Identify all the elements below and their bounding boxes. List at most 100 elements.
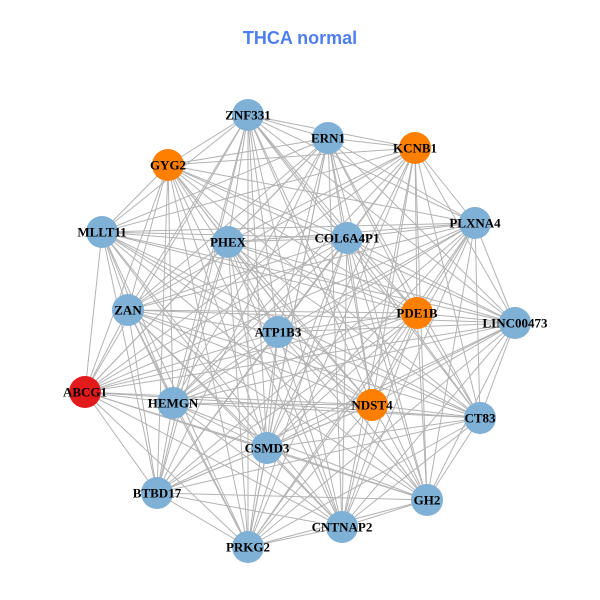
node-HEMGN[interactable]: HEMGN [148, 387, 199, 419]
edge-MLLT11-PDE1B [101, 231, 418, 314]
node-circle [356, 389, 388, 421]
edge-KCNB1-GYG2 [167, 147, 416, 166]
node-MLLT11[interactable]: MLLT11 [77, 216, 127, 248]
edge-PDE1B-CSMD3 [266, 312, 418, 449]
chart-title: THCA normal [242, 28, 358, 48]
edge-ZAN-PRKG2 [127, 309, 249, 548]
edge-ZAN-ATP1B3 [127, 309, 279, 333]
edge-MLLT11-PLXNA4 [101, 222, 476, 233]
edge-CSMD3-PRKG2 [247, 447, 268, 548]
node-PHEX[interactable]: PHEX [210, 226, 247, 258]
edge-layer [84, 114, 516, 548]
edge-GYG2-CNTNAP2 [167, 164, 343, 528]
edge-GYG2-ABCG1 [84, 164, 169, 393]
edge-LINC00473-CSMD3 [266, 322, 516, 449]
edge-PHEX-ZAN [127, 241, 229, 311]
node-label: ZNF331 [225, 108, 271, 123]
node-ABCG1[interactable]: ABCG1 [63, 376, 107, 408]
edge-KCNB1-ZAN [127, 147, 416, 311]
edge-GYG2-COL6A4P1 [167, 164, 348, 239]
edge-PLXNA4-LINC00473 [474, 222, 516, 324]
edge-PHEX-COL6A4P1 [227, 237, 348, 243]
edge-BTBD17-GH2 [156, 492, 428, 501]
node-label: PDE1B [396, 306, 438, 321]
node-circle [399, 132, 431, 164]
node-circle [326, 511, 358, 543]
edge-COL6A4P1-HEMGN [172, 237, 348, 404]
edge-ZAN-PDE1B [127, 309, 418, 314]
node-CNTNAP2[interactable]: CNTNAP2 [312, 511, 373, 543]
edge-CSMD3-GH2 [266, 447, 428, 501]
node-GYG2[interactable]: GYG2 [150, 149, 186, 181]
edge-PDE1B-CT83 [416, 312, 481, 419]
edge-GYG2-ZAN [127, 164, 169, 311]
edge-PHEX-ATP1B3 [227, 241, 279, 333]
node-GH2[interactable]: GH2 [411, 484, 443, 516]
node-ATP1B3[interactable]: ATP1B3 [255, 316, 302, 348]
node-NDST4[interactable]: NDST4 [351, 389, 393, 421]
edge-BTBD17-CNTNAP2 [156, 492, 343, 528]
node-ZNF331[interactable]: ZNF331 [225, 99, 271, 131]
edge-ABCG1-BTBD17 [84, 391, 158, 494]
node-label: ATP1B3 [255, 325, 302, 340]
node-label: LINC00473 [482, 316, 548, 331]
node-circle [112, 294, 144, 326]
edge-HEMGN-GH2 [172, 402, 428, 501]
node-PRKG2[interactable]: PRKG2 [226, 531, 270, 563]
edge-ERN1-BTBD17 [156, 137, 329, 494]
node-ZAN[interactable]: ZAN [112, 294, 144, 326]
node-COL6A4P1[interactable]: COL6A4P1 [315, 222, 380, 254]
edge-GYG2-PLXNA4 [167, 164, 476, 224]
node-ERN1[interactable]: ERN1 [311, 122, 345, 154]
node-label: NDST4 [351, 398, 393, 413]
node-BTBD17[interactable]: BTBD17 [133, 477, 182, 509]
node-LINC00473[interactable]: LINC00473 [482, 307, 548, 339]
edge-LINC00473-CT83 [479, 322, 516, 419]
edge-ERN1-GYG2 [167, 137, 329, 166]
node-label: KCNB1 [393, 141, 437, 156]
edge-COL6A4P1-CSMD3 [266, 237, 348, 449]
edge-ERN1-ATP1B3 [277, 137, 329, 333]
node-PLXNA4[interactable]: PLXNA4 [449, 207, 501, 239]
edge-ATP1B3-CT83 [277, 331, 481, 419]
node-circle [459, 207, 491, 239]
edge-PLXNA4-CT83 [474, 222, 481, 419]
edge-CNTNAP2-PRKG2 [247, 526, 343, 548]
edge-ATP1B3-HEMGN [172, 331, 279, 404]
node-circle [212, 226, 244, 258]
edge-KCNB1-MLLT11 [101, 147, 416, 233]
edge-ERN1-CT83 [327, 137, 481, 419]
edge-PDE1B-BTBD17 [156, 312, 418, 494]
node-label: CSMD3 [245, 441, 290, 456]
node-label: MLLT11 [77, 225, 126, 240]
edge-LINC00473-NDST4 [371, 322, 516, 406]
edge-KCNB1-NDST4 [371, 147, 416, 406]
edge-MLLT11-CSMD3 [101, 231, 268, 449]
node-label: PLXNA4 [449, 216, 501, 231]
edge-ZNF331-GH2 [247, 114, 428, 501]
node-KCNB1[interactable]: KCNB1 [393, 132, 437, 164]
edge-HEMGN-PRKG2 [172, 402, 249, 548]
edge-ZNF331-HEMGN [172, 114, 249, 404]
edge-COL6A4P1-GH2 [346, 237, 428, 501]
edge-NDST4-CNTNAP2 [341, 404, 373, 528]
node-circle [157, 387, 189, 419]
node-CT83[interactable]: CT83 [464, 402, 496, 434]
edge-MLLT11-LINC00473 [101, 231, 516, 324]
edge-PLXNA4-ABCG1 [84, 222, 476, 393]
node-circle [312, 122, 344, 154]
edge-GYG2-PRKG2 [167, 164, 249, 548]
node-CSMD3[interactable]: CSMD3 [245, 432, 290, 464]
node-label: ERN1 [311, 131, 345, 146]
edge-PLXNA4-ATP1B3 [277, 222, 476, 333]
node-circle [262, 316, 294, 348]
edge-ZNF331-PDE1B [247, 114, 418, 314]
node-PDE1B[interactable]: PDE1B [396, 297, 438, 329]
edge-PLXNA4-ZAN [127, 222, 476, 311]
edge-ABCG1-NDST4 [84, 391, 373, 406]
edge-CSMD3-CNTNAP2 [266, 447, 343, 528]
edge-ZNF331-ZAN [127, 114, 249, 311]
edge-KCNB1-LINC00473 [414, 147, 516, 324]
node-label: GH2 [414, 493, 441, 508]
edge-NDST4-CT83 [371, 404, 481, 419]
